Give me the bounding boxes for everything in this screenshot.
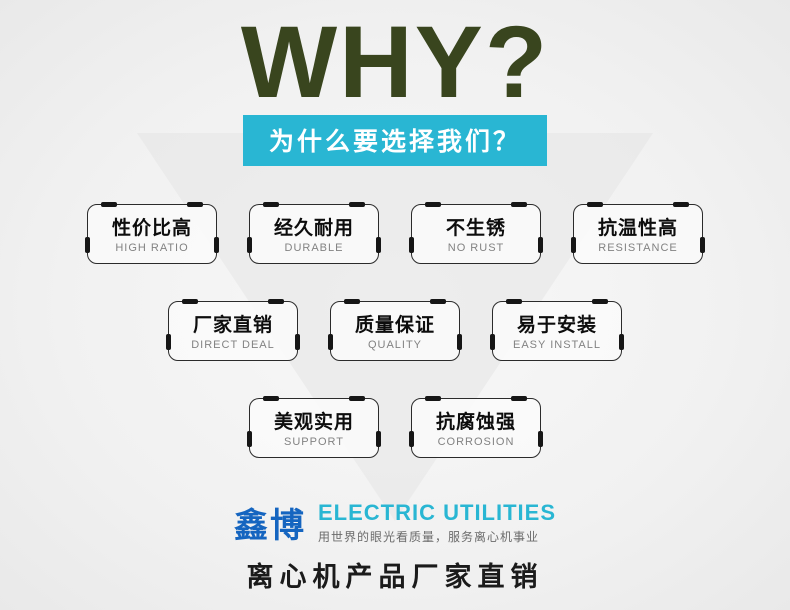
clip-mark-icon bbox=[587, 201, 603, 207]
feature-box-easy-install: 易于安装 EASY INSTALL bbox=[490, 298, 624, 361]
clip-mark-icon bbox=[376, 236, 381, 253]
feature-subtitle: EASY INSTALL bbox=[512, 339, 602, 352]
clip-mark-icon bbox=[349, 201, 365, 207]
clip-mark-icon bbox=[700, 236, 705, 253]
clip-mark-icon bbox=[349, 395, 365, 401]
clip-mark-icon bbox=[166, 333, 171, 350]
feature-title: 经久耐用 bbox=[273, 218, 354, 240]
clip-mark-icon bbox=[592, 298, 608, 304]
banner-heading: 为什么要选择我们？ bbox=[242, 114, 547, 166]
clip-mark-icon bbox=[187, 201, 203, 207]
clip-mark-icon bbox=[511, 201, 527, 207]
clip-mark-icon bbox=[268, 298, 284, 304]
feature-title: 质量保证 bbox=[354, 315, 435, 337]
clip-mark-icon bbox=[430, 298, 446, 304]
brand-line: 鑫博 ELECTRIC UTILITIES 用世界的眼光看质量，服务离心机事业 bbox=[234, 498, 556, 547]
feature-title: 厂家直销 bbox=[192, 315, 273, 337]
clip-mark-icon bbox=[247, 430, 252, 447]
feature-subtitle: HIGH RATIO bbox=[115, 242, 189, 255]
feature-title: 易于安装 bbox=[516, 315, 597, 337]
clip-mark-icon bbox=[538, 236, 543, 253]
feature-subtitle: RESISTANCE bbox=[598, 242, 678, 255]
clip-mark-icon bbox=[376, 430, 381, 447]
clip-mark-icon bbox=[263, 201, 279, 207]
clip-mark-icon bbox=[409, 430, 414, 447]
feature-subtitle: DURABLE bbox=[284, 242, 344, 255]
footer: 鑫博 ELECTRIC UTILITIES 用世界的眼光看质量，服务离心机事业 … bbox=[234, 498, 556, 594]
clip-mark-icon bbox=[247, 236, 252, 253]
feature-title: 美观实用 bbox=[273, 412, 354, 434]
clip-mark-icon bbox=[425, 395, 441, 401]
clip-mark-icon bbox=[619, 333, 624, 350]
feature-box-corrosion: 抗腐蚀强 CORROSION bbox=[409, 395, 543, 458]
feature-box-no-rust: 不生锈 NO RUST bbox=[409, 201, 543, 264]
clip-mark-icon bbox=[328, 333, 333, 350]
brand-name-english: ELECTRIC UTILITIES bbox=[318, 499, 556, 525]
clip-mark-icon bbox=[673, 201, 689, 207]
feature-box-quality: 质量保证 QUALITY bbox=[328, 298, 462, 361]
clip-mark-icon bbox=[295, 333, 300, 350]
feature-title: 抗腐蚀强 bbox=[435, 412, 516, 434]
feature-subtitle: DIRECT DEAL bbox=[191, 339, 275, 352]
clip-mark-icon bbox=[344, 298, 360, 304]
feature-title: 不生锈 bbox=[445, 218, 506, 240]
feature-subtitle: QUALITY bbox=[367, 339, 423, 352]
clip-mark-icon bbox=[85, 236, 90, 253]
feature-box-durable: 经久耐用 DURABLE bbox=[247, 201, 381, 264]
feature-row-1: 性价比高 HIGH RATIO 经久耐用 DURABLE 不生锈 bbox=[85, 201, 705, 264]
clip-mark-icon bbox=[457, 333, 462, 350]
clip-mark-icon bbox=[425, 201, 441, 207]
feature-subtitle: SUPPORT bbox=[284, 436, 344, 449]
footer-tagline: 离心机产品厂家直销 bbox=[246, 561, 544, 592]
feature-title: 抗温性高 bbox=[597, 218, 678, 240]
feature-box-support: 美观实用 SUPPORT bbox=[247, 395, 381, 458]
why-title: WHY? bbox=[240, 5, 550, 119]
clip-mark-icon bbox=[511, 395, 527, 401]
feature-title: 性价比高 bbox=[111, 218, 192, 240]
brand-right-block: ELECTRIC UTILITIES 用世界的眼光看质量，服务离心机事业 bbox=[318, 500, 556, 545]
clip-mark-icon bbox=[490, 333, 495, 350]
brand-name-chinese: 鑫博 bbox=[234, 506, 306, 545]
feature-grid: 性价比高 HIGH RATIO 经久耐用 DURABLE 不生锈 bbox=[85, 201, 705, 458]
clip-mark-icon bbox=[263, 395, 279, 401]
feature-subtitle: NO RUST bbox=[447, 242, 505, 255]
clip-mark-icon bbox=[101, 201, 117, 207]
feature-row-2: 厂家直销 DIRECT DEAL 质量保证 QUALITY 易于安装 bbox=[166, 298, 624, 361]
clip-mark-icon bbox=[182, 298, 198, 304]
feature-box-high-ratio: 性价比高 HIGH RATIO bbox=[85, 201, 219, 264]
feature-subtitle: CORROSION bbox=[437, 436, 515, 449]
clip-mark-icon bbox=[538, 430, 543, 447]
clip-mark-icon bbox=[506, 298, 522, 304]
clip-mark-icon bbox=[214, 236, 219, 253]
clip-mark-icon bbox=[409, 236, 414, 253]
brand-slogan: 用世界的眼光看质量，服务离心机事业 bbox=[318, 529, 540, 544]
clip-mark-icon bbox=[571, 236, 576, 253]
feature-box-resistance: 抗温性高 RESISTANCE bbox=[571, 201, 705, 264]
feature-row-3: 美观实用 SUPPORT 抗腐蚀强 CORROSION bbox=[247, 395, 543, 458]
feature-box-direct-deal: 厂家直销 DIRECT DEAL bbox=[166, 298, 300, 361]
